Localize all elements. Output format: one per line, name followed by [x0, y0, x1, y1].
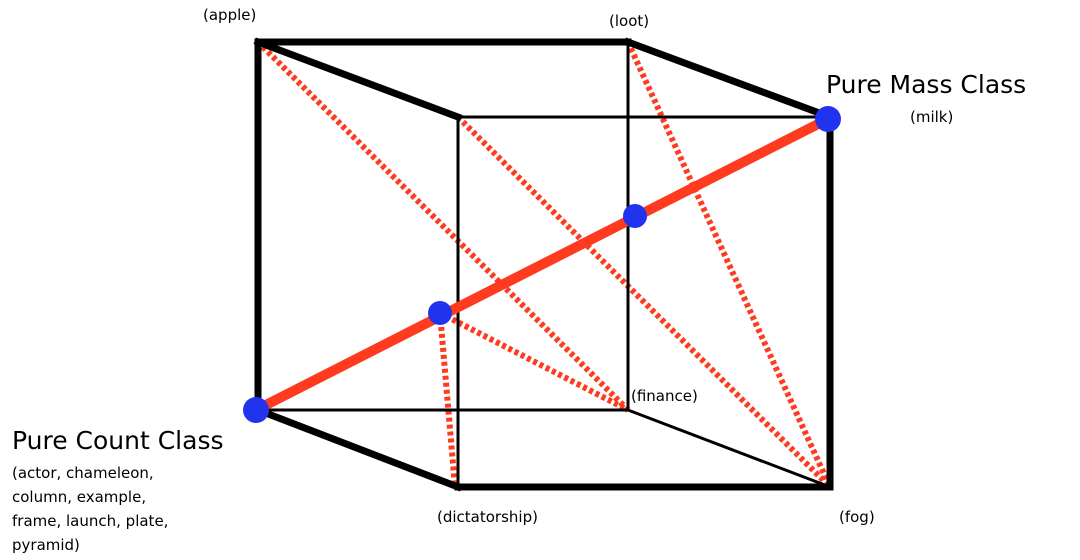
pure-count-examples-line-1: (actor, chameleon,	[12, 464, 154, 482]
main-diagonal-count-to-mass	[251, 114, 833, 415]
pure-count-title: Pure Count Class	[12, 426, 224, 455]
diagonal-front-node-to-dictatorship	[437, 312, 458, 488]
diagonal-front-top-to-fog	[455, 114, 833, 490]
label-dictatorship: (dictatorship)	[437, 508, 538, 526]
edge-apple-fronttop	[253, 37, 463, 122]
edge-loot-milk	[623, 37, 835, 122]
node-pure-count	[243, 397, 269, 423]
label-loot: (loot)	[609, 12, 649, 30]
label-finance: (finance)	[631, 387, 698, 405]
node-pure-mass	[815, 106, 841, 132]
pure-count-examples-line-4: pyramid)	[12, 536, 80, 554]
node-intermediate-upper	[623, 204, 647, 228]
label-fog: (fog)	[839, 508, 875, 526]
pure-count-examples-line-2: column, example,	[12, 488, 146, 506]
class-nodes	[243, 106, 841, 423]
edge-finance-fog	[626, 408, 832, 489]
label-milk: (milk)	[910, 108, 953, 126]
diagonal-loot-to-fog	[625, 40, 833, 489]
diagonal-front-node-to-finance	[438, 310, 630, 413]
label-apple: (apple)	[203, 6, 256, 24]
pure-count-examples-line-3: frame, launch, plate,	[12, 512, 168, 530]
diagonal-apple-to-finance	[255, 39, 631, 413]
edge-dictatorship-count	[253, 405, 463, 492]
node-intermediate-lower	[428, 301, 452, 325]
pure-mass-title: Pure Mass Class	[826, 70, 1026, 99]
